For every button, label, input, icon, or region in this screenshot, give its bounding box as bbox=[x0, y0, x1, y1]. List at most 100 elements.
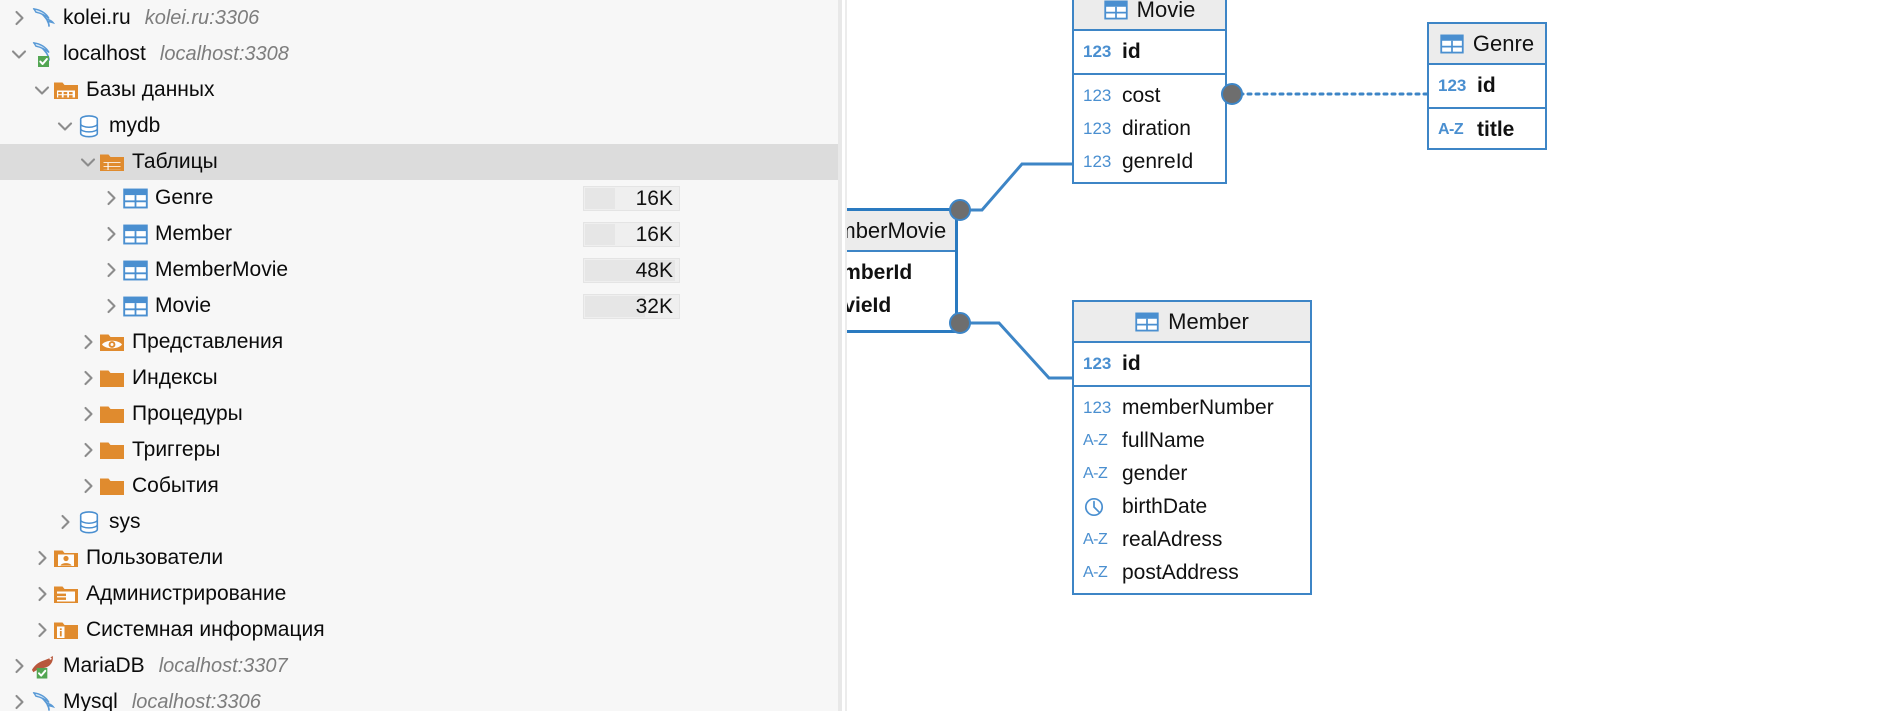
chevron-right-icon[interactable] bbox=[31, 540, 53, 576]
entity-column-name: MemberId bbox=[847, 260, 913, 284]
tree-item-host: localhost:3307 bbox=[158, 654, 288, 677]
tree-item-label: kolei.ru bbox=[63, 6, 131, 29]
table-icon bbox=[122, 257, 148, 283]
table-header-icon bbox=[1103, 0, 1128, 20]
text-type-icon: A-Z bbox=[1083, 464, 1108, 482]
entity-title: Movie bbox=[1136, 0, 1196, 22]
text-type-icon: A-Z bbox=[1438, 120, 1464, 138]
tree-item-views[interactable]: Представления bbox=[0, 324, 838, 360]
chevron-right-icon[interactable] bbox=[31, 576, 53, 612]
tree-item-procedures[interactable]: Процедуры bbox=[0, 396, 838, 432]
tree-item-triggers[interactable]: Триггеры bbox=[0, 432, 838, 468]
tree-item-label: Genre bbox=[155, 186, 214, 209]
chevron-right-icon[interactable] bbox=[77, 432, 99, 468]
entity-column-name: title bbox=[1477, 117, 1515, 141]
edge-membermovie-movie[interactable] bbox=[960, 162, 1072, 212]
entity-column-name: birthDate bbox=[1122, 494, 1208, 518]
entity-header-membermovie[interactable]: MemberMovie bbox=[847, 211, 955, 252]
tree-item-label: События bbox=[132, 474, 219, 497]
handle-movie-right[interactable] bbox=[1221, 83, 1243, 105]
tree-item-label: Member bbox=[155, 222, 233, 245]
entity-column[interactable]: 123MemberId bbox=[847, 256, 955, 289]
number-type-icon: 123 bbox=[1083, 85, 1112, 105]
chevron-right-icon[interactable] bbox=[54, 504, 76, 540]
chevron-right-icon[interactable] bbox=[77, 396, 99, 432]
handle-membermovie-topright[interactable] bbox=[949, 199, 971, 221]
chevron-right-icon[interactable] bbox=[100, 180, 122, 216]
tree-item-events[interactable]: События bbox=[0, 468, 838, 504]
tree-item-administration[interactable]: Администрирование bbox=[0, 576, 838, 612]
chevron-right-icon[interactable] bbox=[100, 216, 122, 252]
table-icon bbox=[122, 221, 148, 247]
table-size-bar bbox=[585, 224, 615, 245]
chevron-right-icon[interactable] bbox=[77, 468, 99, 504]
chevron-right-icon[interactable] bbox=[8, 0, 30, 36]
chevron-right-icon[interactable] bbox=[31, 612, 53, 648]
entity-column-name: realAdress bbox=[1122, 527, 1223, 551]
entity-title: Genre bbox=[1472, 30, 1535, 56]
tree-item-label: Mysql bbox=[63, 690, 118, 711]
tree-item-label: Процедуры bbox=[132, 402, 243, 425]
chevron-down-icon[interactable] bbox=[31, 72, 53, 108]
tree-item-system-info[interactable]: Системная информация bbox=[0, 612, 838, 648]
chevron-right-icon[interactable] bbox=[77, 324, 99, 360]
entity-column-name: diration bbox=[1122, 116, 1191, 140]
tree-item-kolei-ru[interactable]: kolei.ru kolei.ru:3306 bbox=[0, 0, 838, 36]
chevron-right-icon[interactable] bbox=[100, 252, 122, 288]
entity-column[interactable]: 123MovieId bbox=[847, 289, 955, 322]
entity-header-member[interactable]: Member bbox=[1074, 302, 1310, 343]
tree-item-mydb[interactable]: mydb bbox=[0, 108, 838, 144]
chevron-down-icon[interactable] bbox=[8, 36, 30, 72]
table-size-bar bbox=[585, 188, 615, 209]
tree-item-label: MemberMovie bbox=[155, 258, 289, 281]
panel-splitter[interactable] bbox=[838, 0, 842, 711]
mysql-dolphin-connected-icon bbox=[30, 41, 56, 67]
entity-column-name: fullName bbox=[1122, 428, 1205, 452]
tree-item-label: sys bbox=[109, 510, 141, 533]
entity-membermovie[interactable]: MemberMovie 123MemberId123MovieId bbox=[847, 208, 958, 333]
chevron-right-icon[interactable] bbox=[8, 684, 30, 711]
tree-item-sys[interactable]: sys bbox=[0, 504, 838, 540]
tree-item-indexes[interactable]: Индексы bbox=[0, 360, 838, 396]
entity-column[interactable]: birthDate bbox=[1074, 490, 1310, 523]
tree-item-tables[interactable]: Таблицы bbox=[0, 144, 838, 180]
tree-item-host: kolei.ru:3306 bbox=[144, 6, 260, 29]
handle-membermovie-bottomright[interactable] bbox=[949, 312, 971, 334]
entity-column[interactable]: A-Z title bbox=[1429, 113, 1545, 146]
chevron-down-icon[interactable] bbox=[54, 108, 76, 144]
tree-item-databases[interactable]: Базы данных bbox=[0, 72, 838, 108]
edge-membermovie-member[interactable] bbox=[960, 321, 1072, 380]
tree-item-users[interactable]: Пользователи bbox=[0, 540, 838, 576]
chevron-down-icon[interactable] bbox=[77, 144, 99, 180]
chevron-right-icon[interactable] bbox=[100, 288, 122, 324]
clock-icon bbox=[1083, 496, 1114, 518]
chevron-right-icon[interactable] bbox=[8, 648, 30, 684]
entity-header-movie[interactable]: Movie bbox=[1074, 0, 1225, 31]
entity-header-genre[interactable]: Genre bbox=[1429, 24, 1545, 65]
chevron-right-icon[interactable] bbox=[77, 360, 99, 396]
